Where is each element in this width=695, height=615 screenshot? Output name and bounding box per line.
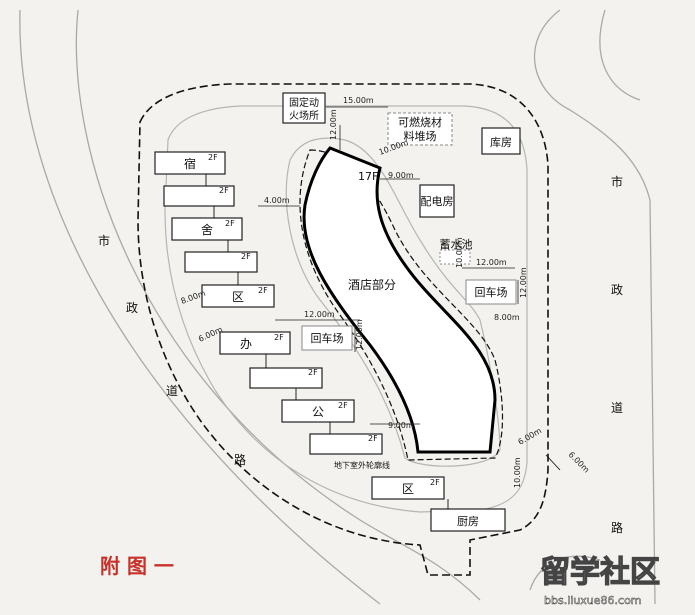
office-building-5-label: 区 [402, 482, 414, 496]
dorm-building-5-label: 区 [232, 290, 244, 304]
office-zone: 办 2F 2F 公 2F 2F 区 2F [219, 331, 445, 500]
east-road-char-1: 市 [611, 174, 623, 189]
combustible-yard-line1: 可燃烧材 [398, 115, 442, 129]
warehouse-box [481, 127, 521, 155]
west-road-char-2: 政 [126, 301, 138, 315]
dorm-building-3-floors: 2F [225, 219, 235, 228]
dorm-building-3-label: 舍 [201, 222, 213, 237]
watermark-url: bbs.liuxue86.com [544, 594, 642, 607]
dim-10m-reservoir: 10.00m [455, 237, 464, 268]
west-road-label: 市 政 道 路 [98, 233, 246, 467]
dim-12m-vertical-west: 12.00m [355, 319, 364, 350]
office-building-3 [281, 399, 355, 423]
reservoir-label: 蓄水池 [440, 238, 473, 251]
dorm-building-3 [171, 217, 243, 241]
basement-outline-label: 地下室外轮廓线 [334, 460, 390, 470]
combustible-yard-box [387, 112, 453, 146]
watermark-title: 留学社区 [540, 555, 660, 590]
dorm-building-1-label: 宿 [184, 156, 196, 171]
dim-12m-east: 12.00m [476, 258, 507, 267]
dim-15m: 15.00m [343, 96, 374, 105]
dim-10m-south: 10.00m [513, 457, 522, 488]
office-building-1-floors: 2F [274, 333, 284, 342]
power-room-label: 配电房 [421, 195, 454, 208]
office-building-4 [309, 433, 383, 455]
hotel-fire-lane [299, 149, 504, 461]
west-road-char-3: 道 [166, 384, 178, 398]
fixed-fire-site-line2: 火场所 [289, 109, 319, 122]
west-road-char-4: 路 [234, 452, 246, 467]
reservoir-box [439, 249, 471, 265]
office-building-5-floors: 2F [430, 478, 440, 487]
dim-12m-vertical-east: 12.00m [519, 267, 528, 298]
kitchen-box [430, 508, 506, 532]
dim-12m-west: 12.00m [304, 310, 335, 319]
dorm-building-1-floors: 2F [208, 153, 218, 162]
office-building-2-floors: 2F [308, 368, 318, 377]
figure-caption: 附 图 一 [100, 554, 174, 578]
east-road-label: 市 政 道 路 [611, 174, 623, 535]
turnaround-east-box [465, 279, 517, 305]
dorm-building-4-floors: 2F [241, 252, 251, 261]
hotel-label: 酒店部分 [348, 277, 396, 292]
office-building-1-label: 办 [240, 336, 252, 351]
fixed-fire-site-box [282, 92, 326, 124]
turnaround-west-label: 回车场 [311, 331, 344, 345]
dorm-building-5-floors: 2F [258, 286, 268, 295]
watermark: 留学社区 bbs.liuxue86.com [539, 554, 660, 607]
dorm-building-2 [163, 185, 235, 207]
combustible-yard-line2: 料堆场 [404, 129, 437, 143]
office-building-2 [249, 367, 323, 389]
kitchen-label: 厨房 [457, 515, 479, 528]
dim-9m-bottom: 9.00m [388, 421, 414, 430]
entry-markers [205, 174, 561, 509]
site-boundary [137, 83, 549, 576]
office-building-3-label: 公 [312, 405, 324, 419]
hotel-building-outline [302, 146, 497, 454]
dim-8m-east: 8.00m [494, 313, 520, 322]
office-building-5 [371, 476, 445, 500]
dim-6m-southeast: 6.00m [567, 450, 592, 475]
dim-6m-south: 6.00m [517, 426, 544, 447]
dorm-building-1 [154, 151, 226, 175]
dormitory-zone: 宿 2F 2F 舍 2F 2F 区 2F [154, 151, 275, 308]
dim-9m-top: 9.00m [388, 171, 414, 180]
east-road-char-3: 道 [611, 401, 623, 415]
dim-4m: 4.00m [264, 196, 290, 205]
turnaround-west-box [301, 325, 353, 351]
west-road-char-1: 市 [98, 233, 110, 248]
warehouse-label: 库房 [490, 136, 512, 149]
road-edges [19, 9, 656, 605]
dimension-lines [258, 106, 519, 425]
office-building-1 [219, 331, 291, 355]
hotel-floors-label: 17F [358, 170, 378, 183]
power-room-box [419, 184, 455, 218]
dorm-building-4 [184, 251, 258, 273]
dorm-building-2-floors: 2F [219, 186, 229, 195]
turnaround-east-label: 回车场 [475, 285, 508, 299]
fixed-fire-site-line1: 固定动 [289, 96, 319, 109]
dim-12m-vertical-north: 12.00m [329, 109, 338, 140]
east-road-char-4: 路 [611, 520, 623, 535]
office-building-4-floors: 2F [368, 434, 378, 443]
office-building-3-floors: 2F [338, 401, 348, 410]
east-road-char-2: 政 [611, 283, 623, 297]
